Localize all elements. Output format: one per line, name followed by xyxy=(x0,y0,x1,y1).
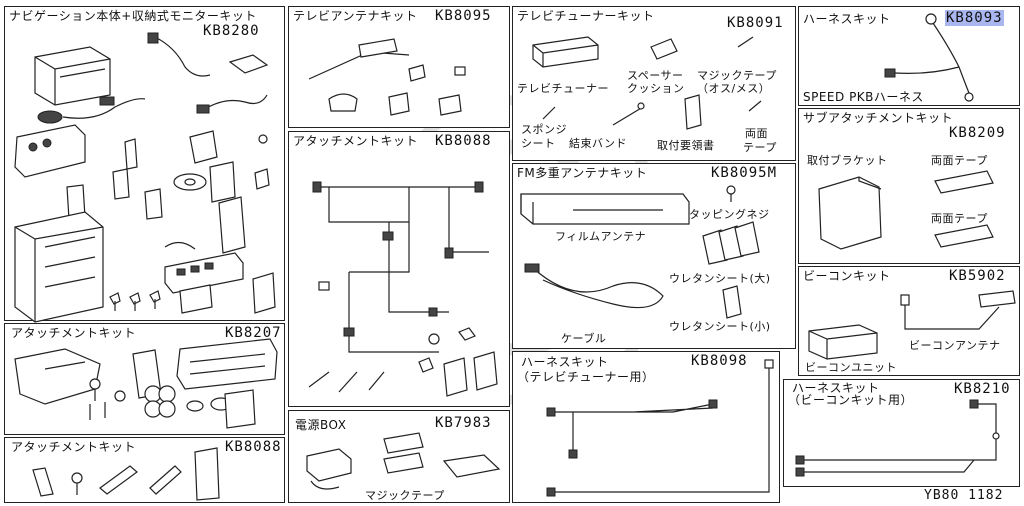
panel-tv-antenna-kit: テレビアンテナキット KB8095 xyxy=(288,6,510,128)
part-label-cable: ケーブル xyxy=(561,332,607,345)
part-code: KB8098 xyxy=(691,353,748,369)
panel-navi-kit: ナビゲーション本体+収納式モニターキット KB8280 xyxy=(4,6,285,323)
tv-tuner-drawing xyxy=(532,36,762,130)
panel-title: 電源BOX xyxy=(295,418,347,432)
part-code: KB5902 xyxy=(949,268,1006,284)
part-label-speed-pkb-harness: SPEED PKBハーネス xyxy=(803,90,924,104)
part-label-beacon-unit: ビーコンユニット xyxy=(805,361,897,374)
panel-harness-kit-beacon: ハーネスキット （ビーコンキット用） KB8210 xyxy=(783,379,1020,487)
panel-tv-tuner-kit: テレビチューナーキット KB8091 スペーサー マジックテープ テレビチューナ… xyxy=(512,6,796,161)
harness-tv-drawing xyxy=(546,359,774,497)
panel-title: ハーネスキット xyxy=(792,381,880,395)
part-code: KB8280 xyxy=(203,23,260,39)
attachment-kit-small-drawing xyxy=(32,447,220,501)
part-code: KB8088 xyxy=(225,439,282,455)
part-label-cushion: クッション xyxy=(627,82,685,95)
panel-harness-kit-tv: ハーネスキット （テレビチューナー用） KB8098 xyxy=(512,351,780,503)
navi-kit-drawing xyxy=(14,32,276,323)
part-label-bracket: 取付ブラケット xyxy=(807,154,888,167)
sub-attachment-drawing xyxy=(818,170,994,250)
panel-title: テレビチューナーキット xyxy=(517,9,655,23)
part-label-double-sided: 両面 xyxy=(745,127,768,140)
part-code: KB8210 xyxy=(954,381,1011,397)
tv-antenna-drawing xyxy=(308,38,466,116)
panel-title: ナビゲーション本体+収納式モニターキット xyxy=(9,9,257,23)
attachment-kit-drawing xyxy=(14,338,278,429)
panel-subtitle: （テレビチューナー用） xyxy=(517,370,655,384)
part-label-spacer: スペーサー xyxy=(627,69,684,82)
part-label-sponge: スポンジ xyxy=(521,123,567,136)
panel-title: ビーコンキット xyxy=(803,269,891,283)
panel-harness-kit-speed: ハーネスキット KB8093 SPEED PKBハーネス xyxy=(798,6,1020,106)
panel-subtitle: （ビーコンキット用） xyxy=(788,393,914,407)
harness-speed-drawing xyxy=(884,13,974,102)
part-label-tape-1: 両面テープ xyxy=(931,154,988,167)
panel-fm-antenna-kit: FM多重アンテナキット KB8095M タッピングネジ フィルムアンテナ ウレタ… xyxy=(512,163,796,349)
panel-power-box: 電源BOX KB7983 マジックテープ xyxy=(288,410,510,503)
part-label-tv-tuner: テレビチューナー xyxy=(517,82,609,95)
panel-title: テレビアンテナキット xyxy=(293,9,418,23)
panel-title: アタッチメントキット xyxy=(11,440,137,454)
part-code: KB8091 xyxy=(727,15,784,31)
part-label-urethane-small: ウレタンシート(小) xyxy=(669,320,771,333)
fm-antenna-drawing xyxy=(520,185,760,319)
panel-sub-attachment-kit: サブアタッチメントキット KB8209 取付ブラケット 両面テープ 両面テープ xyxy=(798,108,1020,264)
panel-title: アタッチメントキット xyxy=(11,326,137,340)
panel-beacon-kit: ビーコンキット KB5902 ビーコンアンテナ ビーコンユニット xyxy=(798,266,1020,376)
panel-title: FM多重アンテナキット xyxy=(517,166,648,180)
part-label-sheet: シート xyxy=(521,137,556,150)
attachment-harness-drawing xyxy=(308,181,498,397)
harness-beacon-drawing xyxy=(795,399,1000,477)
part-label-male-female: （オス/メス） xyxy=(697,82,771,95)
part-label-tapping-screw: タッピングネジ xyxy=(689,208,770,221)
part-label-tape-2: 両面テープ xyxy=(931,212,988,225)
panel-attachment-kit-kb8088-small: アタッチメントキット KB8088 xyxy=(4,437,285,503)
part-code: KB8095M xyxy=(711,165,778,181)
part-label-beacon-antenna: ビーコンアンテナ xyxy=(909,339,1001,352)
part-code: KB8095 xyxy=(435,8,492,24)
part-label-manual: 取付要領書 xyxy=(657,139,715,152)
panel-title: サブアタッチメントキット xyxy=(803,111,954,125)
part-code: KB8088 xyxy=(435,133,492,149)
panel-title: アタッチメントキット xyxy=(293,134,419,148)
part-label-magic-tape: マジックテープ xyxy=(697,69,777,82)
part-label-film-antenna: フィルムアンテナ xyxy=(555,230,647,243)
part-label-cable-tie: 結束バンド xyxy=(569,137,628,150)
part-code-highlighted[interactable]: KB8093 xyxy=(945,10,1004,26)
figure-id: YB80 1182 xyxy=(924,488,1004,503)
beacon-drawing xyxy=(808,290,1016,360)
part-label-magic-tape: マジックテープ xyxy=(365,489,445,502)
part-label-urethane-large: ウレタンシート(大) xyxy=(669,272,771,285)
panel-attachment-kit-kb8207: アタッチメントキット KB8207 xyxy=(4,323,285,435)
panel-attachment-kit-kb8088: アタッチメントキット KB8088 xyxy=(288,131,510,407)
panel-title: ハーネスキット xyxy=(521,355,609,369)
part-code: KB7983 xyxy=(435,415,492,431)
part-code: KB8207 xyxy=(225,325,282,341)
part-code: KB8209 xyxy=(949,125,1006,141)
part-label-tape: テープ xyxy=(743,141,777,154)
power-box-drawing xyxy=(306,432,501,490)
panel-title: ハーネスキット xyxy=(803,12,891,26)
